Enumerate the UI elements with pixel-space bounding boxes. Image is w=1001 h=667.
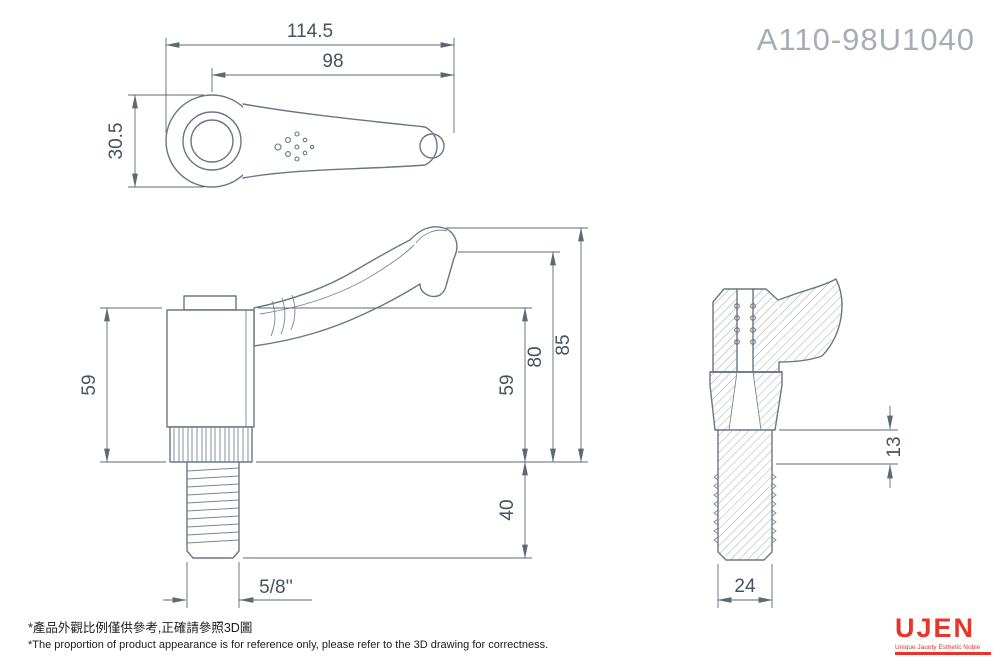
section-hatch-flange-right	[753, 372, 782, 430]
dim-thread-length: 40	[243, 461, 532, 559]
dim-arm-length: 98	[211, 51, 455, 92]
footnote-en: *The proportion of product appearance is…	[28, 639, 549, 651]
top-view: 114.5 98 30.5	[106, 21, 455, 188]
footnotes: *產品外觀比例僅供參考,正確請參照3D圖 *The proportion of …	[28, 617, 548, 651]
body-block	[166, 309, 255, 428]
thread-serration-right	[771, 473, 777, 544]
arm-mask	[243, 104, 438, 178]
side-section-view: 13 24	[709, 278, 905, 608]
handle-edge-line	[259, 244, 415, 315]
dim-label-13: 13	[884, 436, 905, 457]
thread-serration-left	[713, 473, 719, 544]
section-hatch-stub	[779, 279, 844, 362]
dim-label-85: 85	[553, 334, 574, 355]
part-number: A110-98U1040	[756, 22, 975, 57]
section-hatch-right	[753, 289, 779, 372]
logo-tagline: Unique Jaunty Esthetic Noble	[895, 644, 981, 651]
dim-stud-width: 24	[717, 564, 773, 608]
dim-label-80: 80	[525, 346, 546, 367]
dim-neck-length: 13	[776, 406, 905, 488]
handle-tip-line	[415, 229, 448, 244]
footnote-zh: *產品外觀比例僅供參考,正確請參照3D圖	[28, 621, 253, 635]
section-hatch-stud	[718, 430, 772, 560]
dim-label-114-5: 114.5	[287, 21, 333, 42]
channel-thread-dots	[734, 303, 756, 345]
handle-grip-ribs	[270, 294, 296, 337]
dim-body-height-left: 59	[79, 307, 166, 463]
dim-label-40: 40	[497, 499, 518, 520]
logo-bar	[895, 652, 991, 655]
dim-overall-length: 114.5	[165, 21, 455, 133]
brand-logo: UJEN Unique Jaunty Esthetic Noble	[895, 615, 991, 655]
dim-label-30-5: 30.5	[106, 123, 127, 160]
tip-hole	[419, 133, 445, 159]
logo-name: UJEN	[895, 613, 976, 643]
dim-body-height-right: 59	[256, 307, 588, 463]
dim-label-98: 98	[322, 51, 343, 72]
dim-height-80: 80	[458, 251, 560, 463]
dim-thread-size: 5/8''	[163, 562, 312, 608]
hub-bore	[190, 119, 234, 163]
body-cap	[183, 295, 237, 311]
arm-outline	[242, 103, 438, 179]
thread-lines	[186, 467, 240, 544]
dim-label-59-right: 59	[497, 374, 518, 395]
section-hatch-flange-left	[710, 372, 737, 430]
stud-section-outline	[717, 429, 773, 561]
section-top-outline	[712, 278, 843, 373]
section-hatch-left	[713, 289, 737, 372]
dim-label-59-left: 59	[79, 374, 100, 395]
dim-hub-width: 30.5	[106, 94, 204, 188]
cone-line-right	[752, 371, 762, 431]
knurl-lines	[173, 428, 249, 462]
stud-outline	[186, 461, 240, 559]
dim-label-24: 24	[734, 576, 756, 597]
cone-line-left	[728, 371, 738, 431]
handle-outline	[253, 226, 458, 347]
front-view: 59 59 80 85 40	[79, 226, 588, 608]
dim-height-85: 85	[446, 227, 588, 463]
hub-ring	[182, 111, 242, 171]
dim-label-5-8: 5/8''	[259, 577, 293, 598]
grip-dimples	[274, 131, 315, 162]
